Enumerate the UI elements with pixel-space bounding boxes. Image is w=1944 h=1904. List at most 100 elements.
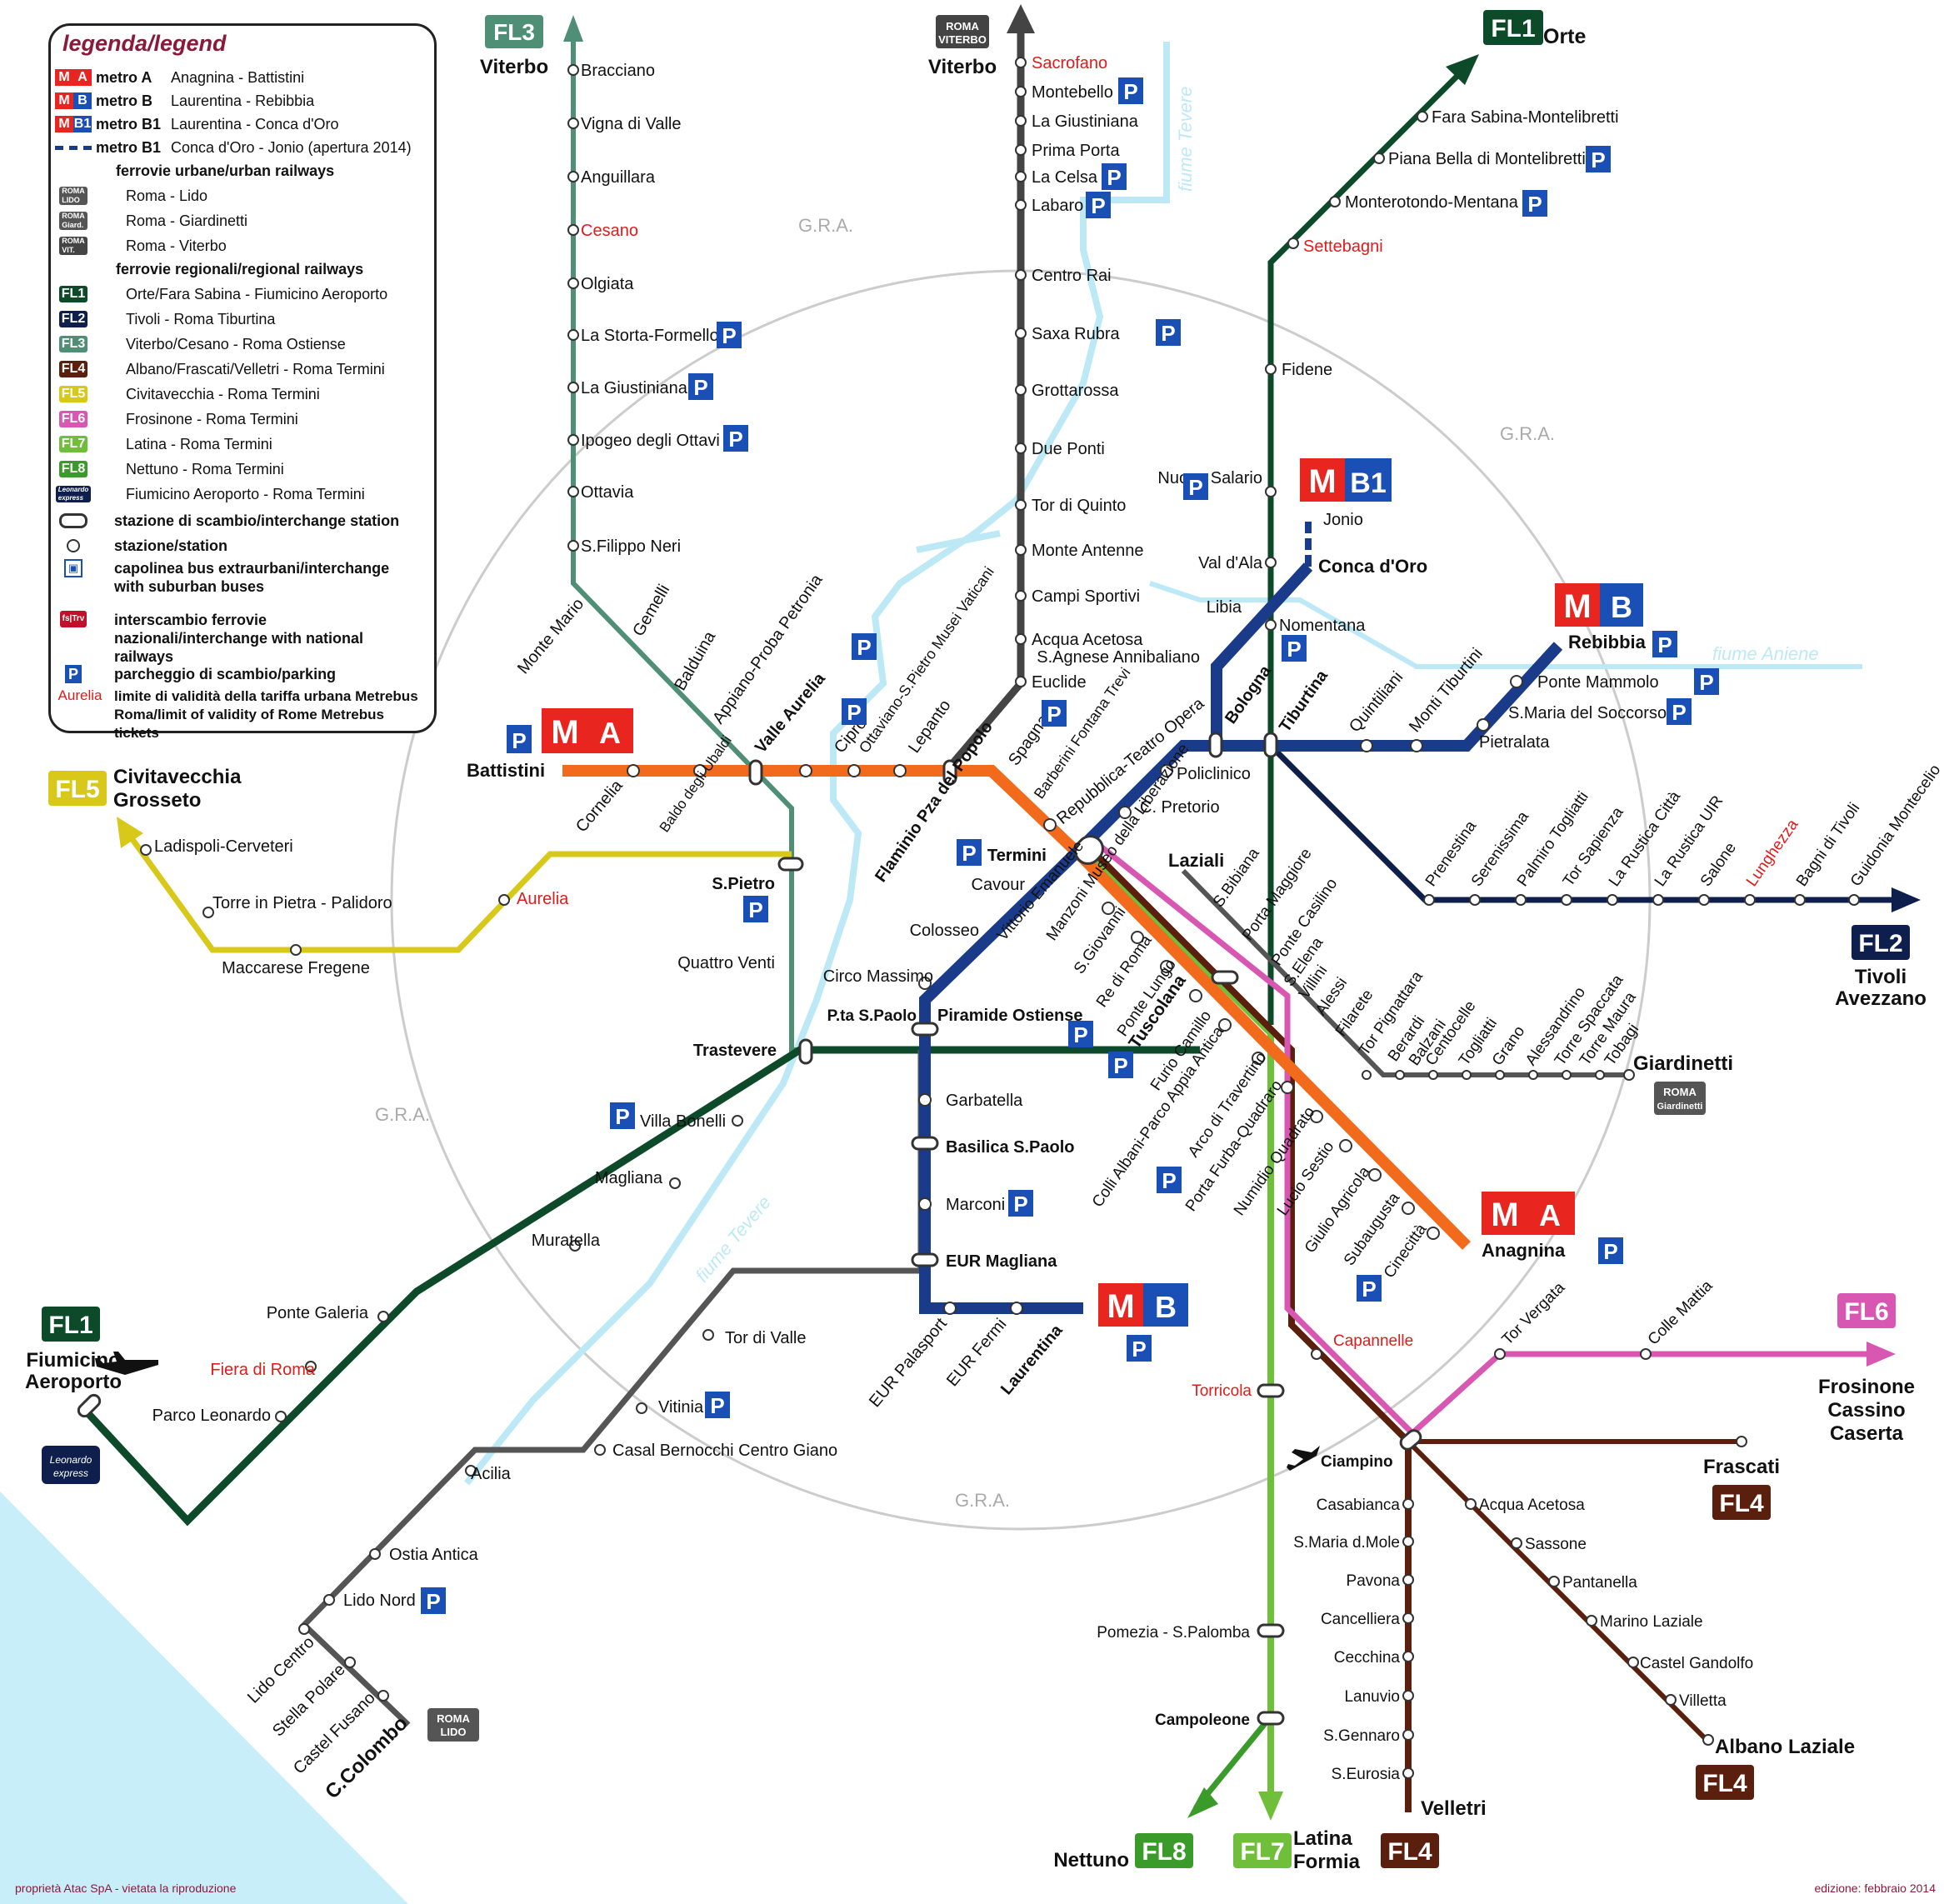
svg-text:Tivoli: Tivoli bbox=[1855, 966, 1907, 988]
svg-text:ROMA: ROMA bbox=[946, 20, 979, 32]
svg-text:Colosseo: Colosseo bbox=[910, 922, 979, 940]
svg-text:Magliana: Magliana bbox=[595, 1169, 663, 1187]
svg-text:P: P bbox=[857, 635, 871, 660]
svg-text:Valle Aurelia: Valle Aurelia bbox=[752, 669, 829, 757]
svg-text:Due Ponti: Due Ponti bbox=[1032, 440, 1105, 458]
svg-text:Ladispoli-Cerveteri: Ladispoli-Cerveteri bbox=[154, 837, 293, 856]
svg-text:Fara Sabina-Montelibretti: Fara Sabina-Montelibretti bbox=[1432, 108, 1619, 127]
svg-text:Labaro: Labaro bbox=[1032, 197, 1083, 215]
svg-text:Tiburtina: Tiburtina bbox=[1276, 667, 1332, 736]
parking-icon: P bbox=[65, 665, 82, 683]
svg-text:Jonio: Jonio bbox=[1323, 511, 1363, 529]
parking-icon: P bbox=[717, 322, 742, 348]
parking-icon: P bbox=[1667, 698, 1692, 725]
svg-text:LIDO: LIDO bbox=[440, 1726, 466, 1738]
svg-text:Torre in Pietra - Palidoro: Torre in Pietra - Palidoro bbox=[212, 894, 392, 912]
svg-text:P: P bbox=[1091, 193, 1105, 218]
svg-text:Val d'Ala: Val d'Ala bbox=[1198, 554, 1263, 572]
svg-text:M: M bbox=[1563, 588, 1591, 625]
svg-text:Baldo degli Ubaldi: Baldo degli Ubaldi bbox=[657, 732, 735, 835]
svg-text:Villetta: Villetta bbox=[1679, 1692, 1727, 1710]
arrow-fl3 bbox=[563, 15, 583, 42]
svg-text:Ciampino: Ciampino bbox=[1321, 1453, 1393, 1471]
line-fl1-north bbox=[1267, 64, 1469, 1025]
svg-text:Monte Mario: Monte Mario bbox=[514, 595, 587, 677]
legend-row-station: stazione/station bbox=[51, 534, 227, 557]
svg-text:Termini: Termini bbox=[987, 847, 1047, 865]
svg-text:P: P bbox=[1699, 670, 1713, 695]
svg-text:P: P bbox=[1287, 637, 1301, 662]
svg-text:Sacrofano: Sacrofano bbox=[1032, 54, 1107, 72]
terminal-fl5: FL5 Civitavecchia Grosseto bbox=[48, 766, 242, 812]
svg-text:Marconi: Marconi bbox=[946, 1196, 1005, 1214]
svg-text:Quattro Venti: Quattro Venti bbox=[677, 954, 775, 972]
svg-text:Velletri: Velletri bbox=[1421, 1797, 1487, 1820]
svg-text:FL7: FL7 bbox=[1240, 1838, 1284, 1866]
svg-text:Nuovo Salario: Nuovo Salario bbox=[1157, 469, 1262, 487]
svg-text:S.Maria d.Mole: S.Maria d.Mole bbox=[1293, 1534, 1400, 1552]
labels-fl5: Ladispoli-Cerveteri Torre in Pietra - Pa… bbox=[154, 837, 569, 977]
legend-urban-header: ferrovie urbane/urban railways bbox=[116, 162, 335, 179]
svg-text:Torricola: Torricola bbox=[1192, 1382, 1252, 1400]
svg-text:Anguillara: Anguillara bbox=[581, 168, 656, 187]
svg-text:Aeroporto: Aeroporto bbox=[25, 1371, 122, 1393]
svg-text:Vitinia: Vitinia bbox=[658, 1398, 704, 1417]
svg-text:Acilia: Acilia bbox=[471, 1465, 512, 1483]
svg-text:P.ta S.Paolo: P.ta S.Paolo bbox=[827, 1007, 917, 1025]
svg-text:P: P bbox=[1013, 1192, 1027, 1217]
arrow-fl7 bbox=[1258, 1792, 1283, 1821]
terminal-fl4-albano: Albano Laziale FL4 bbox=[1696, 1736, 1855, 1800]
svg-text:P: P bbox=[748, 897, 762, 922]
interchange-stations bbox=[77, 732, 1422, 1726]
parking-icon: P bbox=[1042, 700, 1067, 727]
parking-icon: P bbox=[743, 896, 768, 922]
parking-icon: P bbox=[1102, 163, 1127, 190]
airplane-icon bbox=[1287, 1446, 1320, 1471]
svg-text:Castel Gandolfo: Castel Gandolfo bbox=[1640, 1655, 1753, 1672]
parking-icon: P bbox=[1068, 1021, 1093, 1047]
svg-text:Rebibbia: Rebibbia bbox=[1568, 632, 1647, 652]
svg-text:Circo Massimo: Circo Massimo bbox=[823, 967, 933, 986]
svg-text:Nettuno: Nettuno bbox=[1053, 1849, 1129, 1872]
svg-text:Balduina: Balduina bbox=[671, 627, 719, 693]
svg-text:Civitavecchia: Civitavecchia bbox=[113, 766, 242, 788]
footer-edition: edizione: febbraio 2014 bbox=[1814, 1882, 1936, 1895]
svg-text:M: M bbox=[1491, 1197, 1518, 1233]
terminal-fl7: FL7 Latina Formia bbox=[1233, 1827, 1361, 1873]
svg-text:Albano Laziale: Albano Laziale bbox=[1715, 1736, 1855, 1758]
parking-icon: P bbox=[1694, 668, 1719, 695]
svg-text:P: P bbox=[1603, 1239, 1617, 1264]
svg-text:Aurelia: Aurelia bbox=[517, 890, 569, 908]
parking-icon: P bbox=[1282, 635, 1307, 662]
svg-text:Bracciano: Bracciano bbox=[581, 62, 655, 80]
svg-text:S.Gennaro: S.Gennaro bbox=[1323, 1727, 1400, 1745]
svg-text:Marino Laziale: Marino Laziale bbox=[1600, 1613, 1703, 1631]
parking-icon: P bbox=[705, 1392, 730, 1418]
parking-icon: P bbox=[957, 839, 982, 866]
svg-text:FL3: FL3 bbox=[493, 19, 535, 45]
svg-text:P: P bbox=[693, 375, 707, 400]
svg-text:Frosinone: Frosinone bbox=[1818, 1376, 1915, 1398]
svg-text:Campoleone: Campoleone bbox=[1155, 1712, 1250, 1729]
parking-icon: P bbox=[1586, 146, 1611, 172]
svg-text:Viterbo: Viterbo bbox=[928, 56, 997, 78]
svg-text:S.Eurosia: S.Eurosia bbox=[1332, 1766, 1401, 1783]
svg-text:Sassone: Sassone bbox=[1525, 1536, 1587, 1553]
svg-text:A: A bbox=[599, 716, 621, 750]
svg-text:Fidene: Fidene bbox=[1282, 361, 1332, 379]
badge-metro-a-west: P M A bbox=[507, 708, 633, 753]
svg-text:Termini: Termini bbox=[987, 847, 1047, 865]
parking-icon: P bbox=[1156, 319, 1181, 346]
arrow-fl5 bbox=[117, 817, 143, 848]
svg-text:Giardinetti: Giardinetti bbox=[1633, 1052, 1733, 1075]
